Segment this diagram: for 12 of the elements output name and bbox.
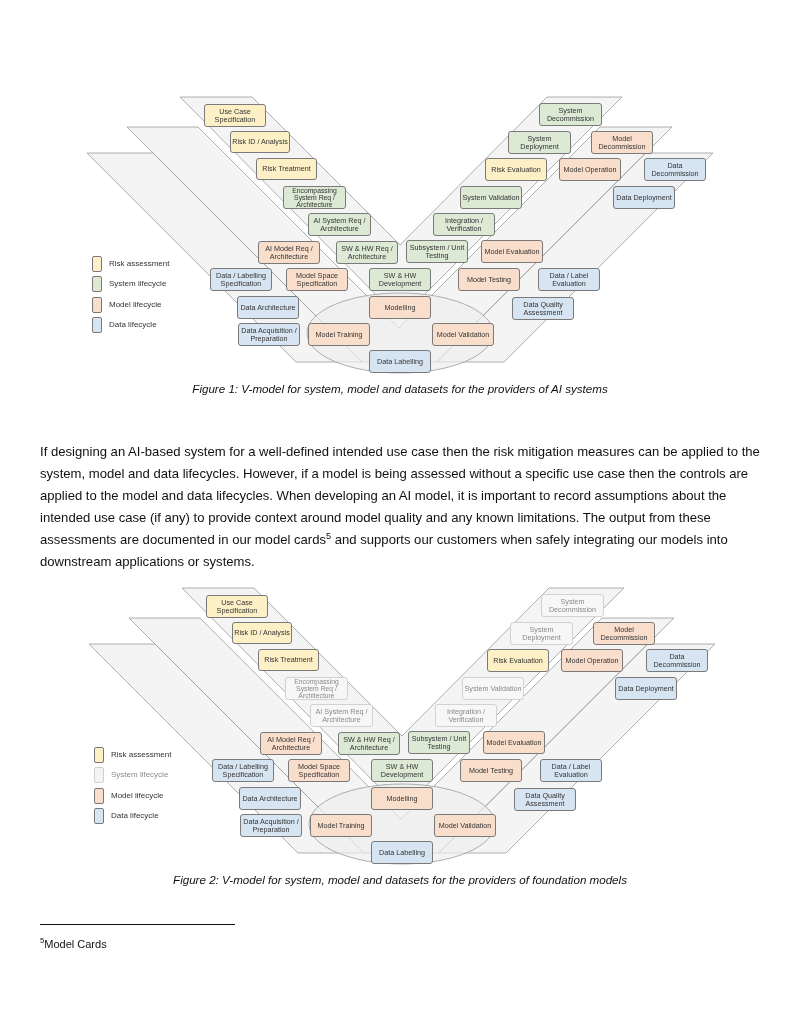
legend-label: System lifecycle bbox=[109, 279, 167, 290]
legend-label: Model lifecycle bbox=[109, 299, 162, 310]
legend-label: System lifecycle bbox=[111, 770, 169, 781]
legend-label: Data lifecycle bbox=[111, 811, 159, 822]
legend-label: Risk assessment bbox=[109, 259, 170, 269]
body-paragraph: If designing an AI-based system for a well-defined intended use case then the risk mitigation measures can be applied to the system, model and data lifecycles. However, if a model is being assessed without a specific use case then the controls are applied to the model and data lifecycles. When developing an AI model, it is important to record assumptions about the intended use case (if any) to provide context around model quality and any known limitations. The output from these assessments are documented in our model cards$^{5}$ and supports our customers when safely integrating our models into downstream applications or systems. bbox=[40, 443, 761, 571]
footnote-text: $^{5}$Model Cards bbox=[40, 937, 107, 951]
legend-label: Model lifecycle bbox=[111, 790, 164, 801]
legend-label: Risk assessment bbox=[111, 750, 172, 760]
figure-caption: Figure 2: V-model for system, model and datasets for the providers of foundation models bbox=[172, 872, 628, 887]
legend-label: Data lifecycle bbox=[109, 320, 157, 331]
figure-caption: Figure 1: V-model for system, model and datasets for the providers of AI systems bbox=[191, 381, 609, 396]
